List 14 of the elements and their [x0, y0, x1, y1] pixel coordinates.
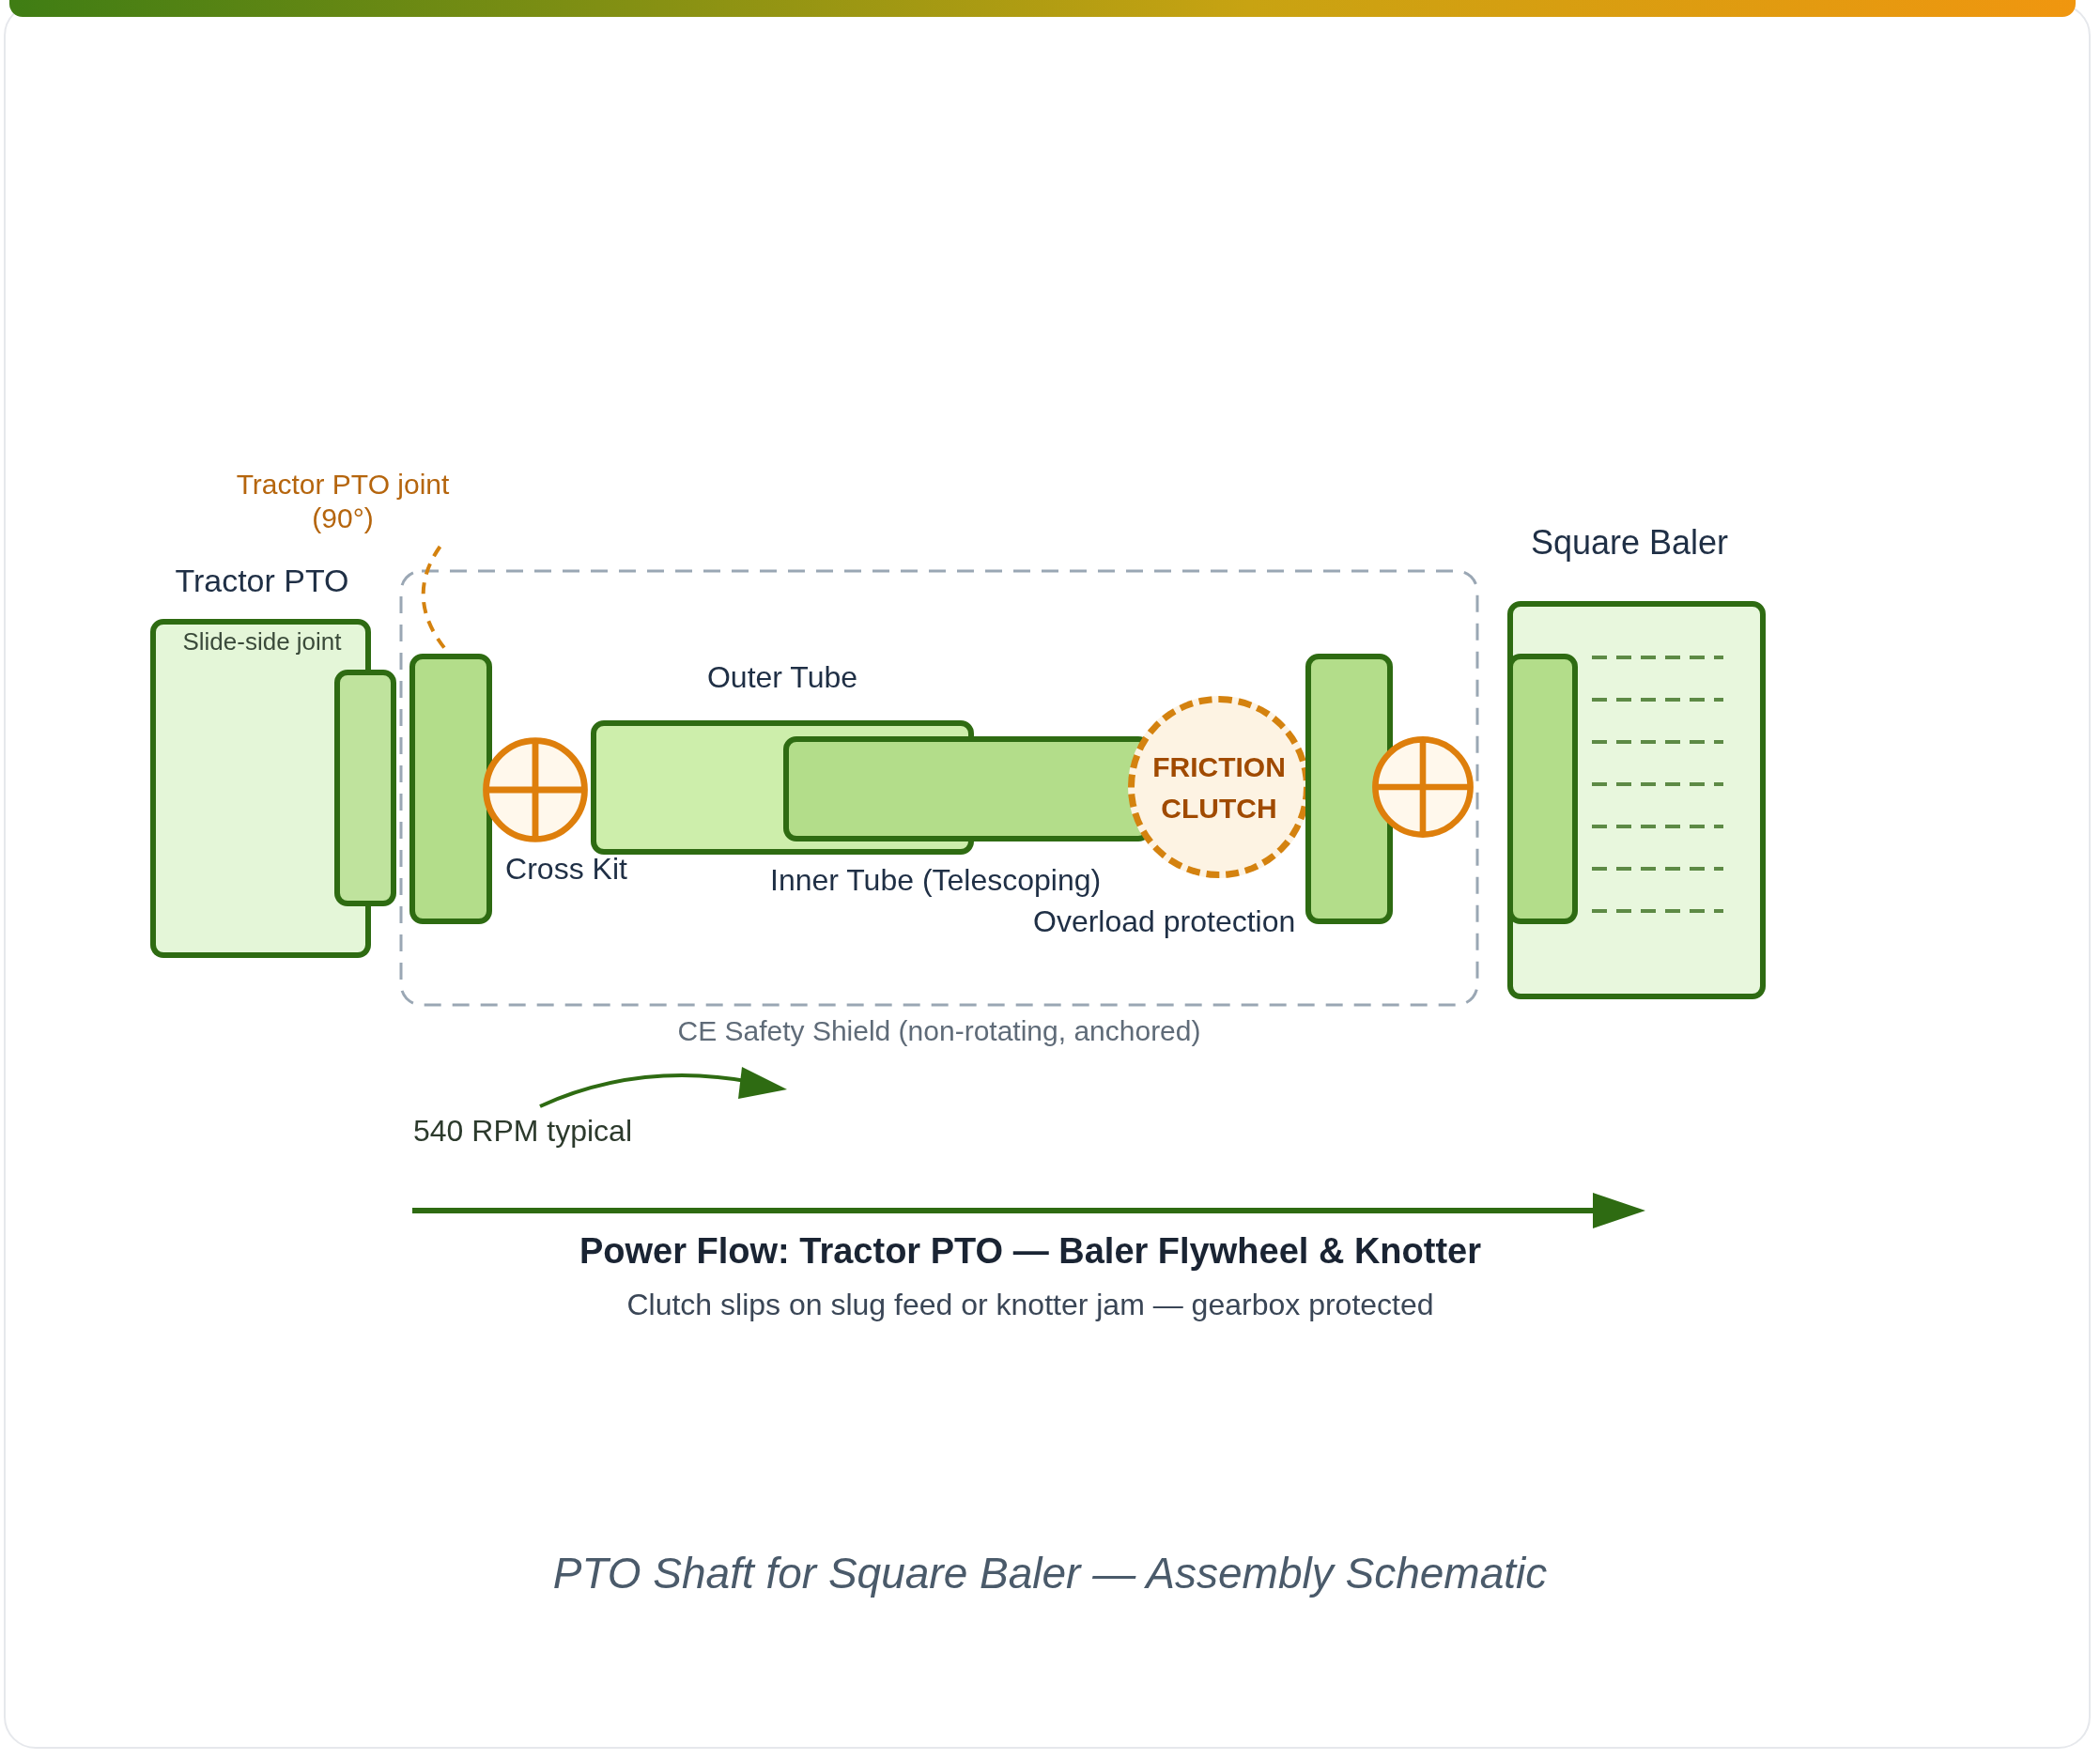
- callout-label: Tractor PTO joint (90°): [235, 468, 451, 535]
- part-label: Overload protection: [1033, 903, 1297, 940]
- part-label: CE Safety Shield (non-rotating, anchored): [676, 1014, 1202, 1048]
- flow-heading: Power Flow: Tractor PTO — Baler Flywheel & Knotter: [578, 1230, 1482, 1273]
- flow-note: Clutch slips on slug feed or knotter jam — gearbox protected: [625, 1287, 1435, 1323]
- part-label: Outer Tube: [705, 659, 859, 696]
- part-label: Cross Kit: [504, 851, 628, 888]
- rpm-note: 540 RPM typical: [413, 1113, 633, 1150]
- part-label: Tractor PTO: [174, 562, 350, 600]
- part-label: Inner Tube (Telescoping): [770, 862, 1103, 899]
- part-label: FRICTION CLUTCH: [1151, 750, 1287, 826]
- part-label: Slide-side joint: [181, 627, 343, 657]
- caption: PTO Shaft for Square Baler — Assembly Schematic: [551, 1548, 1549, 1599]
- part-label: Square Baler: [1529, 524, 1730, 562]
